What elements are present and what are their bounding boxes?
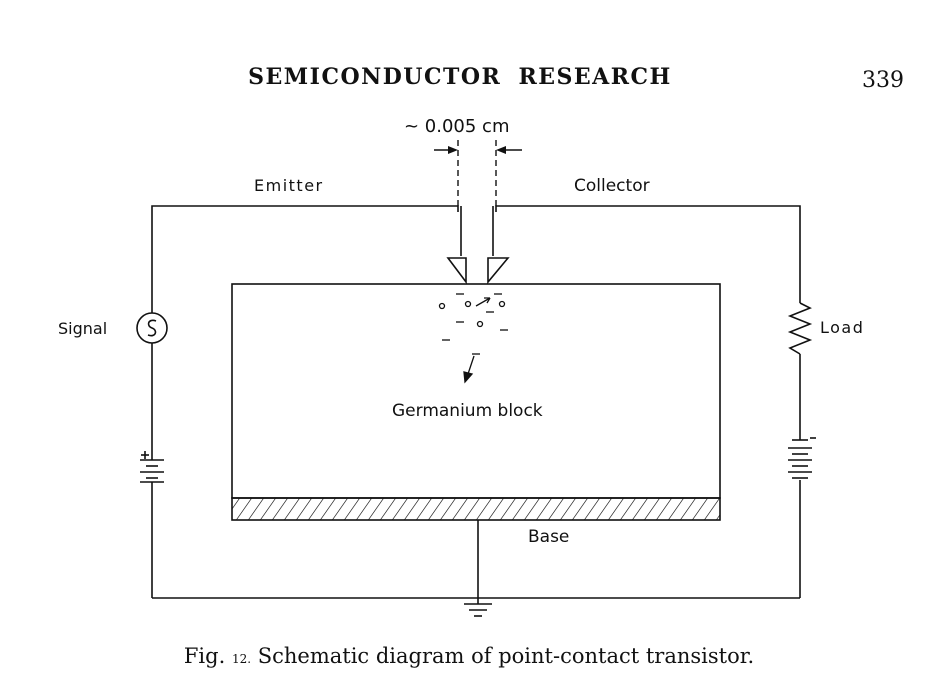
signal-source-icon	[136, 312, 168, 344]
transistor-schematic: ~ 0.005 cm	[58, 116, 864, 617]
page-number: 339	[862, 68, 904, 93]
circuit-wires	[151, 205, 801, 604]
charge-carriers	[438, 293, 508, 384]
collector-point-contact	[487, 206, 510, 285]
collector-battery-icon	[788, 437, 816, 479]
emitter-point-contact	[446, 206, 467, 285]
emitter-battery-icon	[140, 451, 164, 483]
spacing-label: ~ 0.005 cm	[404, 116, 510, 137]
caption-text: Schematic diagram of point-contact trans…	[257, 644, 755, 668]
signal-label: Signal	[58, 319, 107, 338]
running-head: SEMICONDUCTOR RESEARCH	[248, 64, 672, 90]
germanium-block	[231, 283, 721, 499]
load-label: Load	[820, 318, 864, 337]
germanium-block-label: Germanium block	[392, 401, 543, 421]
emitter-label: Emitter	[254, 176, 324, 195]
spacing-dashed-guides	[457, 140, 497, 210]
caption-figure-number: 12.	[231, 652, 252, 666]
caption-prefix: Fig.	[183, 644, 226, 668]
ground-icon	[464, 603, 492, 617]
collector-label: Collector	[574, 176, 650, 196]
figure-caption: Fig. 12. Schematic diagram of point-cont…	[0, 644, 938, 668]
base-electrode	[231, 497, 721, 521]
load-resistor-icon	[787, 302, 813, 355]
base-label: Base	[528, 527, 569, 547]
spacing-dimension-arrows	[434, 146, 522, 154]
